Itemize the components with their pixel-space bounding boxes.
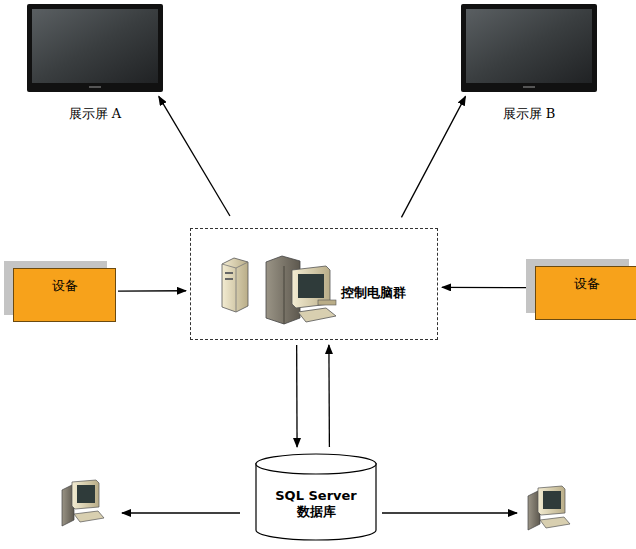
- monitor-screen: [466, 9, 592, 83]
- workstation-icon: [266, 256, 336, 324]
- monitor-frame: [461, 4, 597, 92]
- node-label: SQL Server 数据库: [268, 488, 364, 521]
- monitor-shape: [461, 4, 597, 92]
- device-box: 设备: [13, 268, 116, 322]
- client-computer-icon: [62, 480, 104, 526]
- connector-arrow: [442, 287, 533, 289]
- display-screen: 展示屏 A: [27, 4, 163, 92]
- monitor-frame: [27, 4, 163, 92]
- monitor-logo: [89, 86, 101, 88]
- server-icon: [222, 258, 248, 312]
- node-label: 控制电脑群: [341, 285, 406, 301]
- connector-arrow: [296, 345, 298, 447]
- database-cylinder: SQL Server 数据库: [255, 453, 377, 541]
- connector-arrow: [401, 96, 465, 217]
- node-label: 设备: [14, 278, 115, 294]
- monitor-shape: [27, 4, 163, 92]
- screen-label: 展示屏 B: [461, 106, 597, 122]
- monitor-screen: [32, 9, 158, 83]
- connector-arrow: [328, 345, 330, 447]
- cylinder-top: [256, 454, 376, 474]
- node-label: 设备: [536, 276, 636, 292]
- connector-arrow: [159, 96, 230, 216]
- screen-label: 展示屏 A: [27, 106, 163, 122]
- device-box: 设备: [535, 266, 636, 320]
- client-computer-icon: [528, 486, 570, 530]
- arrow: [122, 512, 240, 513]
- arrow: [382, 512, 517, 513]
- connector-arrow: [118, 290, 186, 292]
- monitor-logo: [523, 86, 535, 88]
- control-group: 控制电脑群: [190, 228, 438, 340]
- display-screen: 展示屏 B: [461, 4, 597, 92]
